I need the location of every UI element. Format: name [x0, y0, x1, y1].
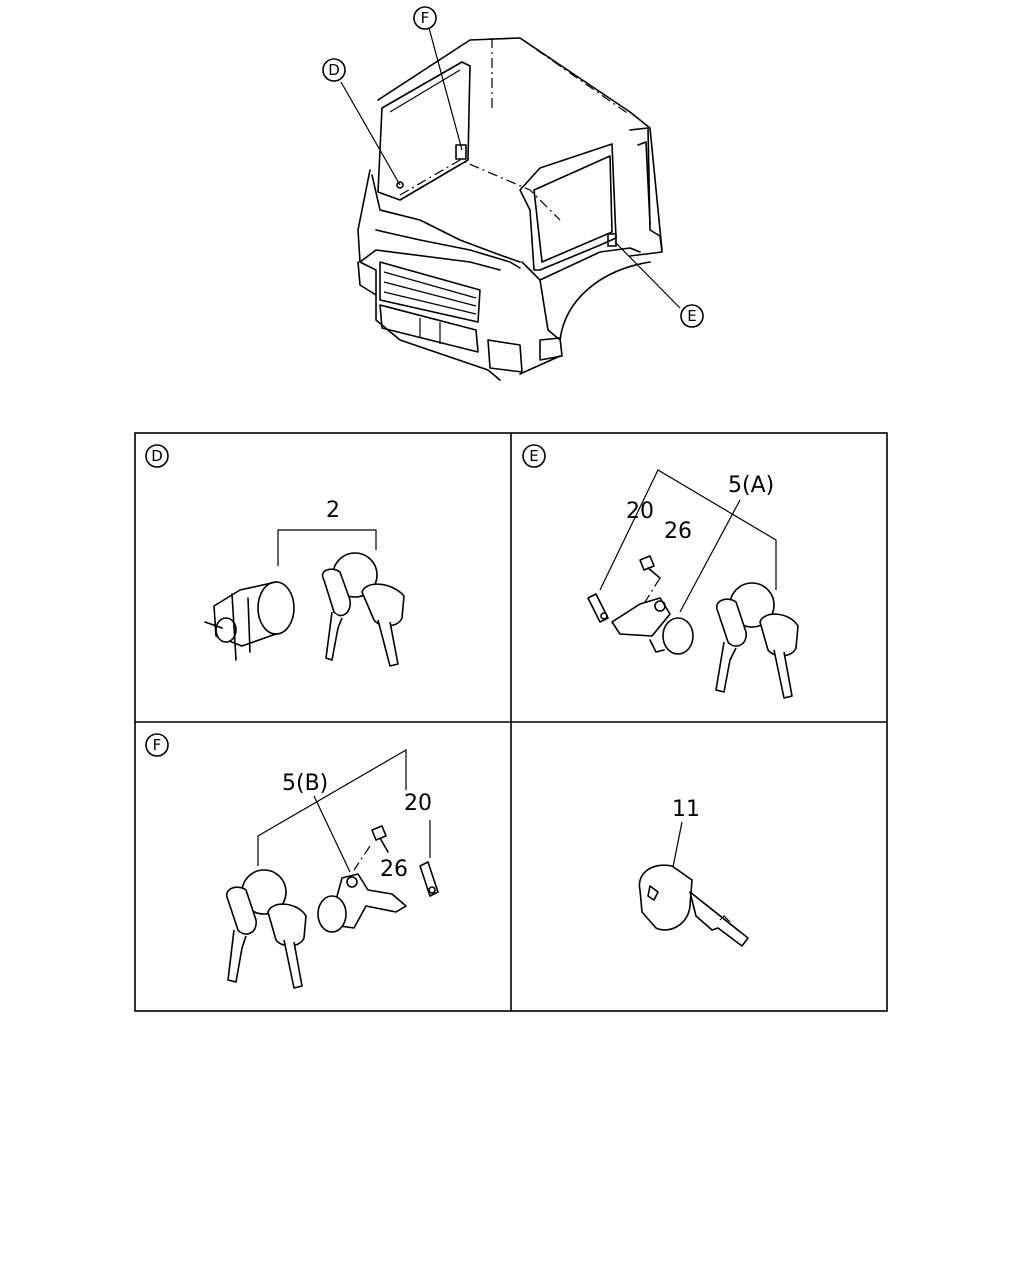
callout-d: D [322, 58, 346, 82]
panel-key: 11 [638, 797, 749, 947]
callout-e-label: E [687, 307, 696, 325]
panel-e-part-26: 26 [664, 519, 692, 544]
callout-e: E [680, 304, 704, 328]
callout-f: F [413, 6, 437, 30]
detail-grid [134, 432, 888, 1012]
single-key [638, 864, 749, 947]
panel-e-part-5a: 5(A) [728, 473, 774, 498]
panel-e: E 20 26 5(A) [522, 444, 799, 699]
callout-d-label: D [328, 61, 340, 79]
panel-f-part-26: 26 [380, 857, 408, 882]
panel-f: F 5(B) 20 26 [145, 733, 439, 989]
panel-f-part-20: 20 [404, 791, 432, 816]
panel-key-part-11: 11 [672, 797, 700, 822]
truck-cab-illustration [357, 37, 663, 381]
key-pair-d [321, 552, 405, 667]
panel-d: D 2 [145, 444, 405, 667]
panel-f-part-5b: 5(B) [282, 771, 328, 796]
cab-leader-lines [340, 27, 681, 309]
panel-d-part-2: 2 [326, 498, 340, 523]
panel-e-part-20: 20 [626, 499, 654, 524]
panel-e-marker: E [529, 447, 538, 465]
ignition-cylinder [204, 581, 295, 661]
key-pair-f [225, 869, 307, 989]
key-pair-e [715, 582, 799, 699]
panel-f-marker: F [153, 736, 162, 754]
callout-f-label: F [421, 9, 430, 27]
panel-d-marker: D [151, 447, 163, 465]
